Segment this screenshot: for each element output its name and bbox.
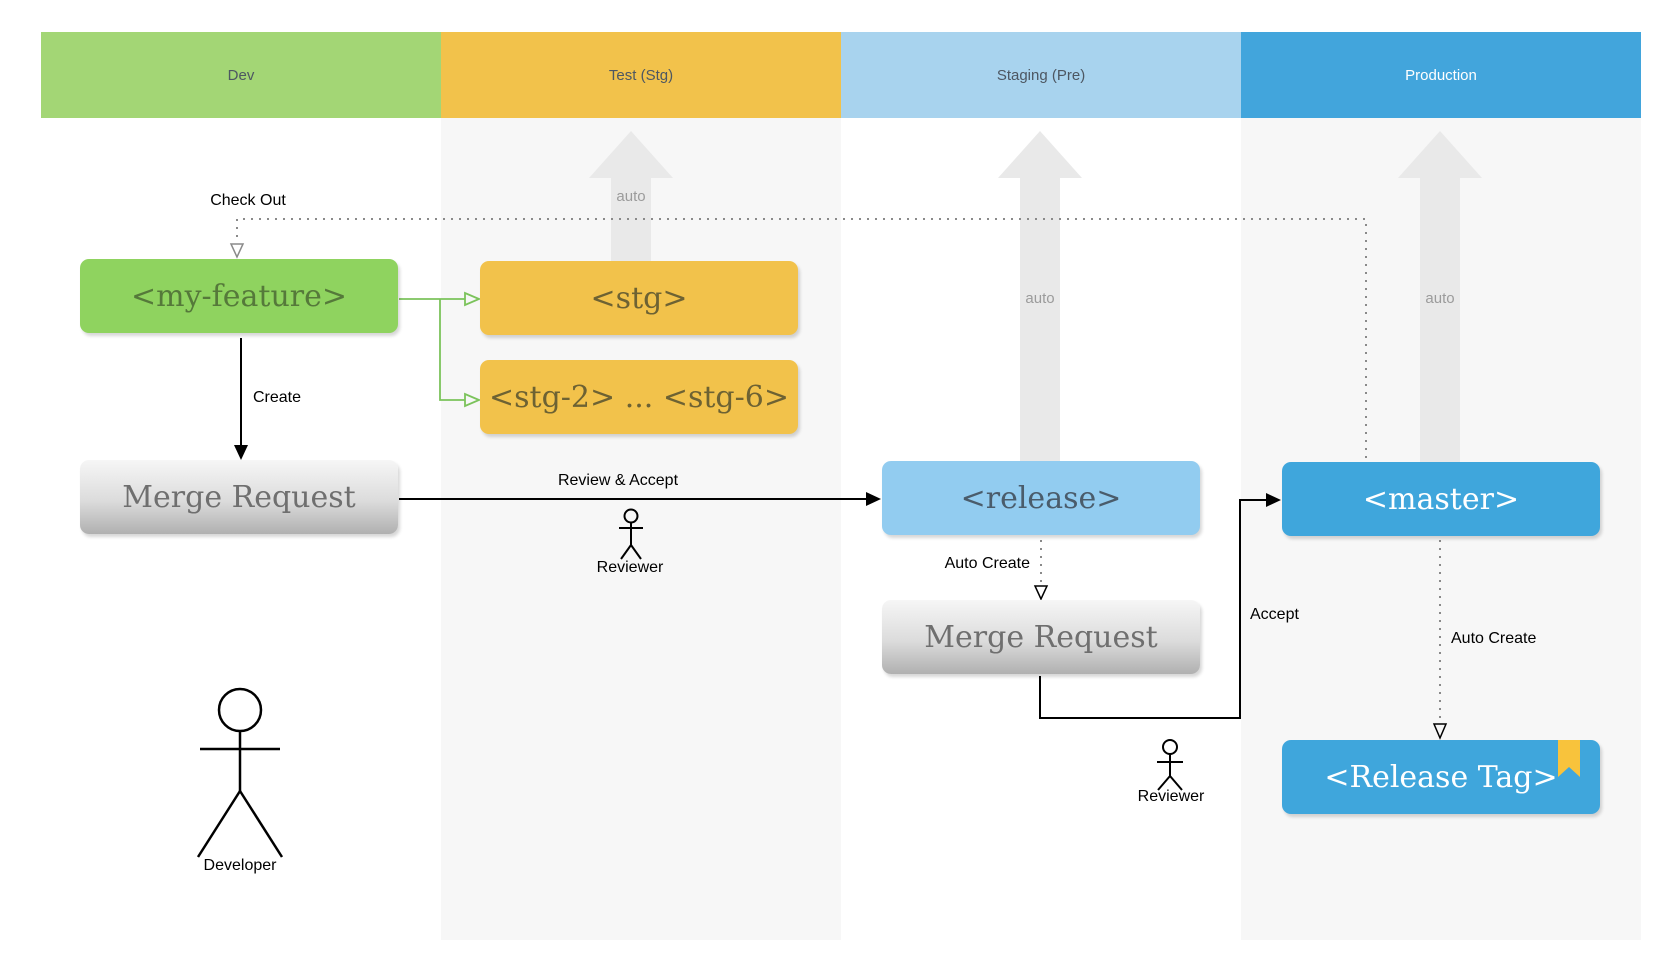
node-stg-label: <stg> <box>590 280 688 316</box>
node-my-feature-label: <my-feature> <box>130 278 348 314</box>
review-accept-label: Review & Accept <box>557 472 679 489</box>
node-master-label: <master> <box>1362 481 1520 517</box>
reviewer-test-label: Reviewer <box>596 559 664 576</box>
node-release-label: <release> <box>960 480 1122 516</box>
lane-label-production: Production <box>1405 66 1477 84</box>
node-stg: <stg> <box>480 261 798 335</box>
lane-body-test <box>441 118 841 940</box>
auto-label-test: auto <box>616 188 646 205</box>
lane-label-staging: Staging (Pre) <box>996 66 1086 84</box>
node-merge-request-staging: Merge Request <box>882 600 1200 674</box>
lane-header-test: Test (Stg) <box>441 32 841 118</box>
node-stg-range-label: <stg-2> ... <stg-6> <box>489 379 789 415</box>
node-stg-range: <stg-2> ... <stg-6> <box>480 360 798 434</box>
accept-label: Accept <box>1250 606 1299 623</box>
lane-header-dev: Dev <box>41 32 441 118</box>
developer-label: Developer <box>203 857 277 874</box>
lane-header-staging: Staging (Pre) <box>841 32 1241 118</box>
node-master: <master> <box>1282 462 1600 536</box>
check-out-label: Check Out <box>210 192 286 209</box>
node-release-tag: <Release Tag> <box>1282 740 1600 814</box>
node-merge-request-staging-label: Merge Request <box>924 619 1158 655</box>
lane-label-dev: Dev <box>227 66 255 84</box>
reviewer-staging-label: Reviewer <box>1137 788 1205 805</box>
auto-create-production-label: Auto Create <box>1451 630 1537 647</box>
node-release-tag-label: <Release Tag> <box>1324 759 1558 795</box>
auto-label-production: auto <box>1425 290 1455 307</box>
lane-header-production: Production <box>1241 32 1641 118</box>
node-merge-request-dev-label: Merge Request <box>122 479 356 515</box>
lane-label-test: Test (Stg) <box>608 66 674 84</box>
auto-create-staging-label: Auto Create <box>944 555 1030 572</box>
node-release: <release> <box>882 461 1200 535</box>
node-my-feature: <my-feature> <box>80 259 398 333</box>
create-label: Create <box>253 389 302 406</box>
auto-label-staging: auto <box>1025 290 1055 307</box>
node-merge-request-dev: Merge Request <box>80 460 398 534</box>
